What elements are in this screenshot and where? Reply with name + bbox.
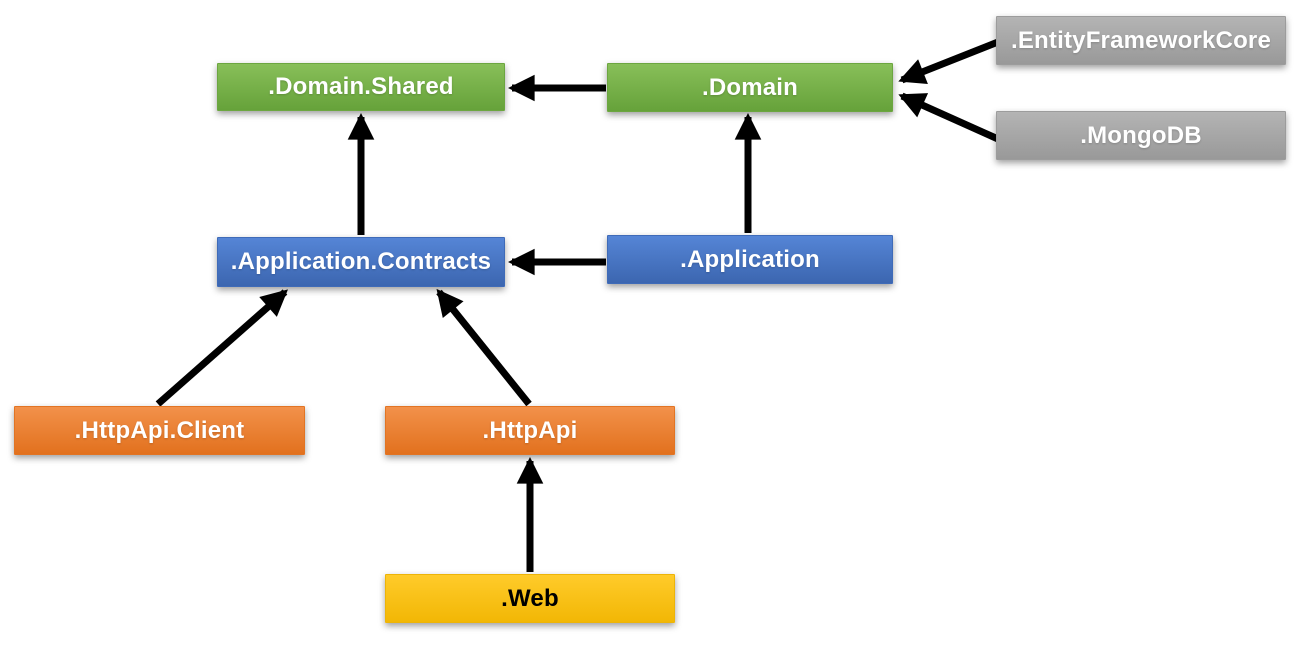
node-application-contracts: .Application.Contracts [217,237,505,287]
node-label-httpapi: .HttpApi [482,416,578,444]
node-label-entity-framework-core: .EntityFrameworkCore [1010,26,1272,54]
node-web: .Web [385,574,675,623]
node-entity-framework-core: .EntityFrameworkCore [996,16,1286,65]
node-application: .Application [607,235,893,284]
node-domain-shared: .Domain.Shared [217,63,505,111]
edge-httpapi-client-to-application-contracts [155,289,288,407]
node-label-application: .Application [680,245,820,273]
edge-mongodb-to-domain [898,92,1000,143]
node-label-domain-shared: .Domain.Shared [268,73,454,100]
node-label-web: .Web [501,584,559,612]
node-httpapi-client: .HttpApi.Client [14,406,305,455]
node-label-mongodb: .MongoDB [1080,121,1202,149]
node-httpapi: .HttpApi [385,406,675,455]
node-mongodb: .MongoDB [996,111,1286,160]
edge-entity-framework-core-to-domain [898,38,1000,85]
node-label-httpapi-client: .HttpApi.Client [74,416,245,444]
node-domain: .Domain [607,63,893,112]
node-label-domain: .Domain [701,73,799,101]
edge-httpapi-to-application-contracts [436,288,532,407]
node-label-application-contracts: .Application.Contracts [230,248,492,275]
